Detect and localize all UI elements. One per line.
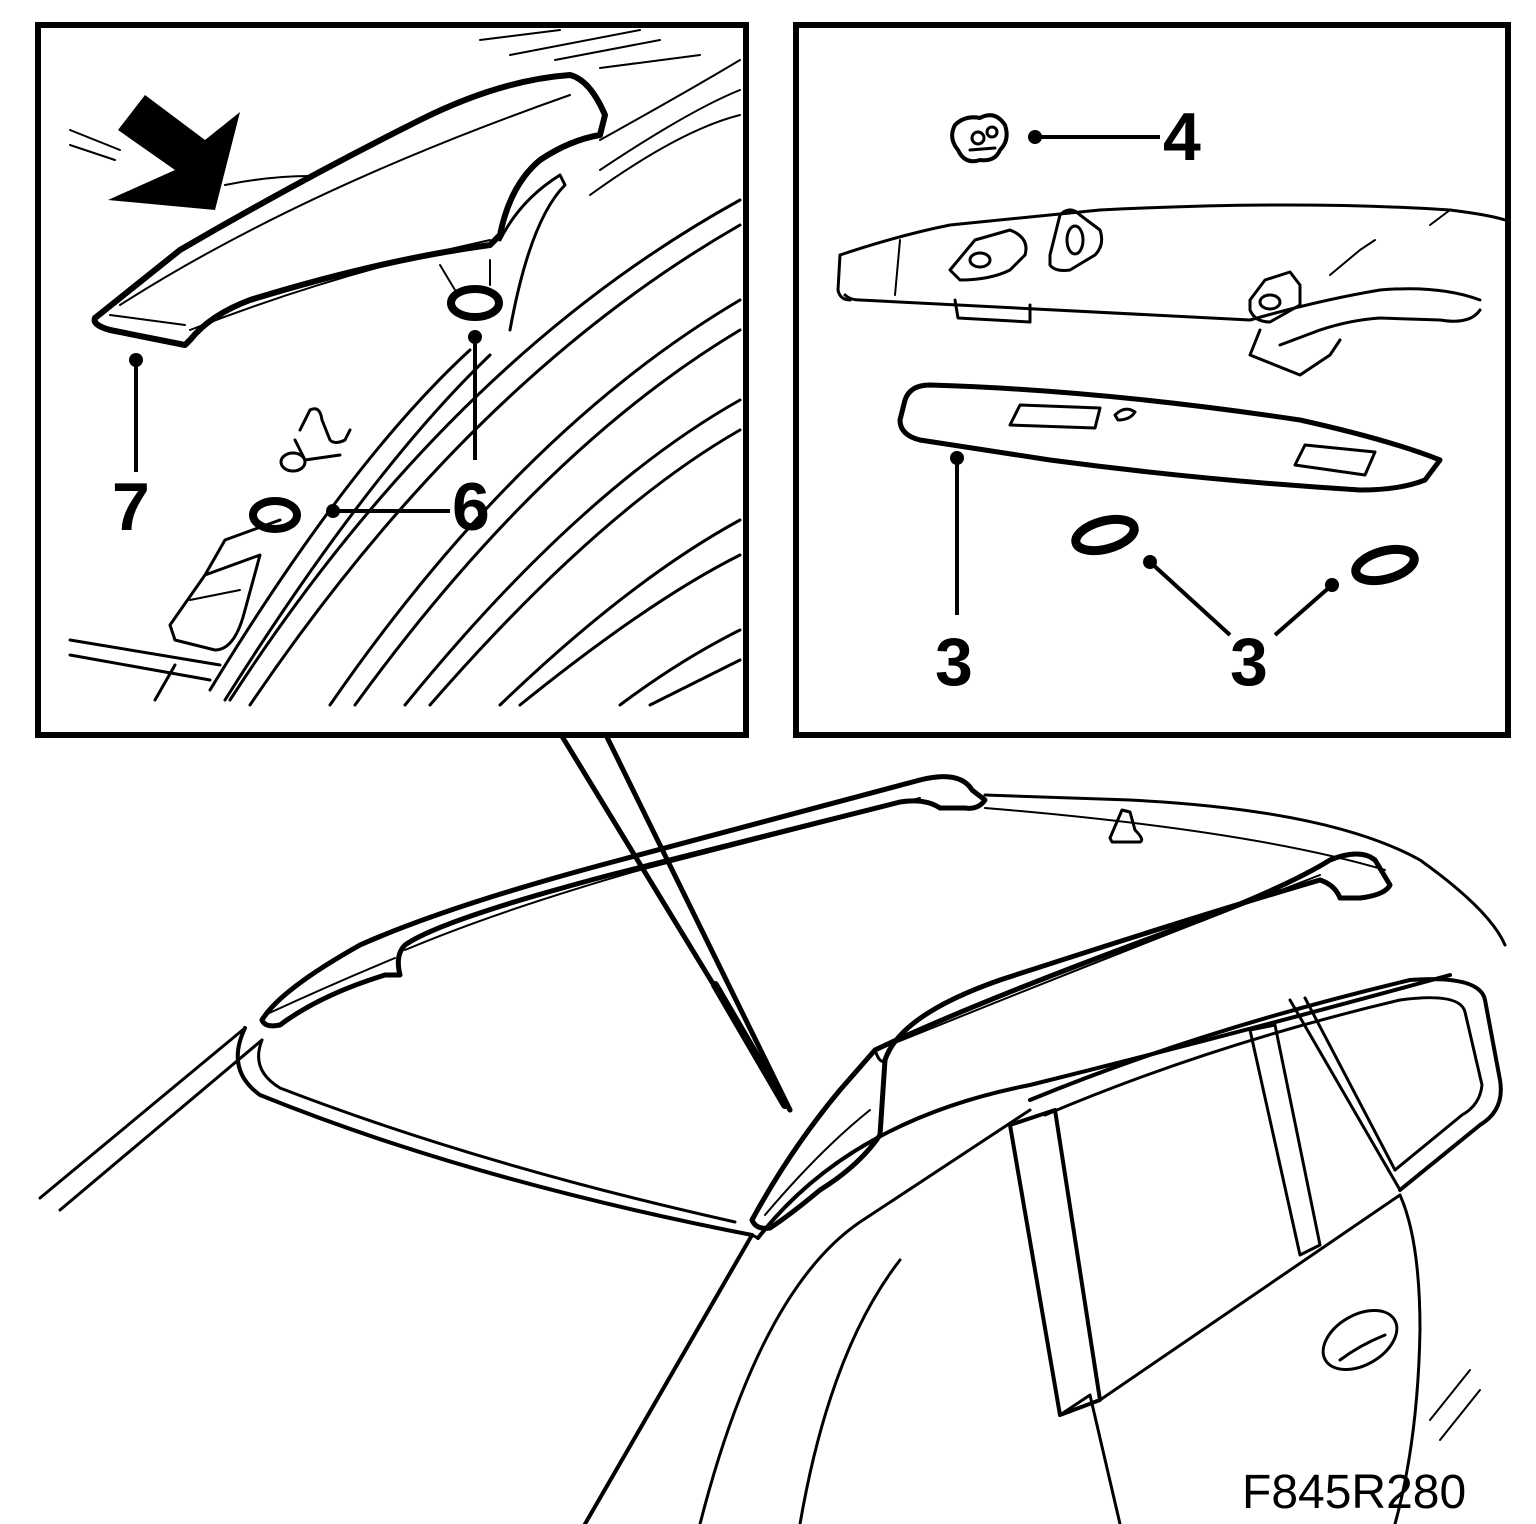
- callout-label-3b: 3: [1230, 624, 1268, 700]
- callout-label-3a: 3: [935, 624, 973, 700]
- callout-6: 6: [326, 330, 490, 545]
- lower-rail-part: [897, 382, 1443, 493]
- direction-arrow-icon: [108, 95, 240, 210]
- callout-label-6: 6: [452, 469, 490, 545]
- right-inset-panel: 4 3 3: [793, 22, 1511, 738]
- callout-4: 4: [1028, 99, 1201, 175]
- left-inset-panel: 7 6: [35, 22, 749, 738]
- callout-label-7: 7: [112, 469, 150, 545]
- callout-3-rail: 3: [935, 451, 973, 700]
- figure-code: F845R280: [1242, 1466, 1466, 1519]
- seal-washer-left: [1071, 514, 1139, 556]
- right-inset-frame: [793, 22, 1511, 738]
- seal-washer-right: [1351, 544, 1419, 586]
- nut-part: [950, 113, 1009, 164]
- callout-7: 7: [112, 353, 150, 545]
- callout-label-4: 4: [1163, 99, 1201, 175]
- callout-3-washers: 3: [1143, 555, 1339, 700]
- car-roof-view: [38, 774, 1507, 1524]
- inset-pointer: [557, 730, 793, 1113]
